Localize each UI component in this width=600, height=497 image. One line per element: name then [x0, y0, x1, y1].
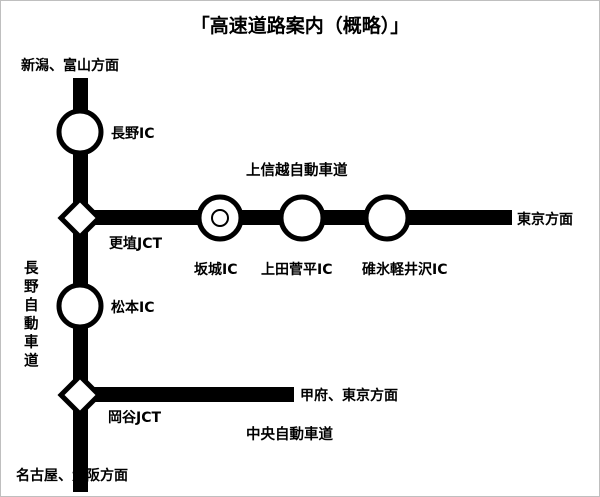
nagano-route-name: 長野自動車道 [24, 260, 39, 370]
usui-ic-label: 碓氷軽井沢IC [362, 261, 447, 278]
ueda-ic-marker[interactable] [278, 194, 326, 242]
koshoku-jct-marker[interactable] [57, 195, 103, 241]
sakaki-ic-inner-ring [211, 209, 229, 227]
north-direction-label: 新潟、富山方面 [21, 57, 119, 74]
chuo-route-name: 中央自動車道 [246, 425, 333, 443]
nagano-ic-label: 長野IC [111, 126, 154, 142]
koshoku-jct-label: 更埴JCT [109, 235, 162, 252]
matsumoto-ic-label: 松本IC [111, 299, 154, 316]
page-title: 「高速道路案内（概略）」 [191, 14, 410, 37]
matsumoto-ic-marker[interactable] [56, 282, 104, 330]
ueda-ic-label: 上田菅平IC [261, 261, 332, 278]
usui-ic-marker[interactable] [363, 194, 411, 242]
chuo-direction-label: 甲府、東京方面 [300, 387, 398, 404]
chuo-expressway-line [80, 387, 294, 402]
joshinetsu-route-name: 上信越自動車道 [246, 161, 348, 179]
sakaki-ic-label: 坂城IC [194, 261, 237, 278]
okaya-jct-label: 岡谷JCT [108, 410, 161, 426]
east-direction-label: 東京方面 [517, 211, 573, 228]
south-direction-label: 名古屋、大阪方面 [16, 467, 128, 484]
nagano-ic-marker[interactable] [56, 108, 104, 156]
okaya-jct-marker[interactable] [57, 372, 103, 418]
